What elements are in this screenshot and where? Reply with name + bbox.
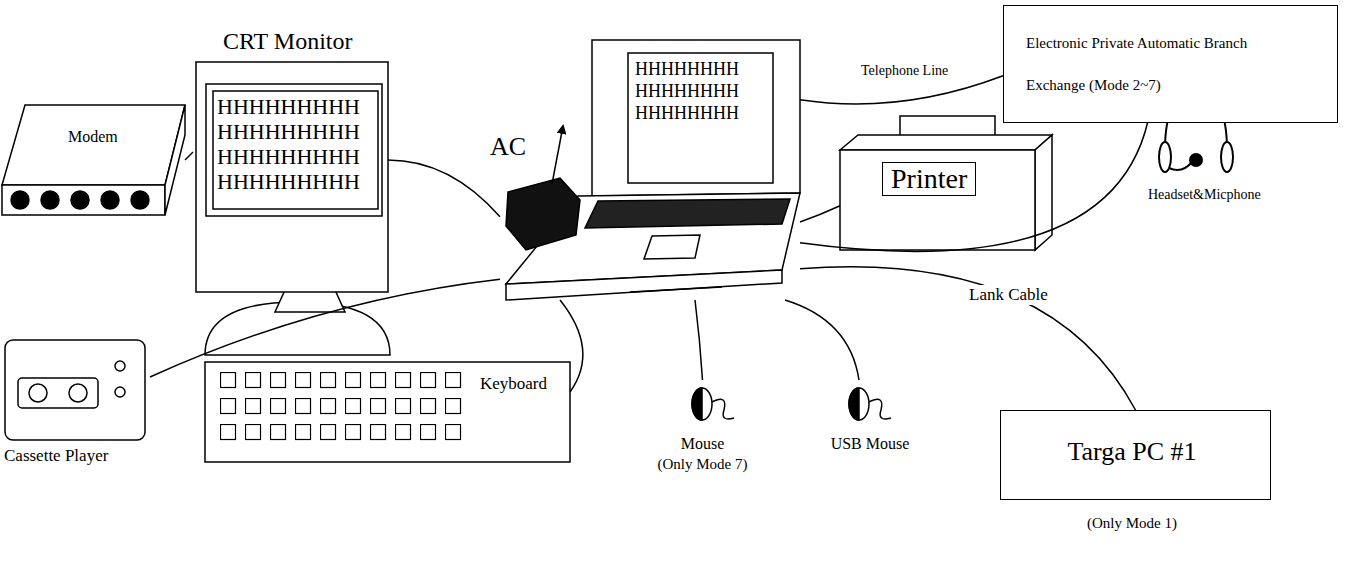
device-label: Mouse [640,435,765,453]
keyboard-drawing [205,362,570,462]
mode-note: (Only Mode 1) [1001,515,1263,532]
mode-note: (Only Mode 7) [640,456,765,473]
mouse: Mouse (Only Mode 7) [640,380,765,485]
mouse-button [849,388,859,420]
mouse-cord [712,399,734,419]
ac-arrow [552,126,563,184]
headset: Headset&Micphone [1148,85,1283,205]
cable-connector [185,152,193,160]
device-label: Cassette Player [4,446,108,466]
pbx-box: Electronic Private Automatic Branch Exch… [1003,5,1338,123]
screen-text: HHHHHHHHH HHHHHHHHH HHHHHHHHH HHHHHHHHH [217,94,377,194]
device-title: CRT Monitor [223,28,352,55]
cable-connector [388,160,500,217]
modem-front [2,185,165,215]
laptop-keys-area [585,199,790,228]
screen-text: HHHHHHHH HHHHHHHH HHHHHHHH [635,58,765,124]
modem-led [41,191,59,209]
printer-top [840,135,1052,150]
mouse-button [692,388,702,420]
monitor-drawing [196,62,390,355]
laptop-touchpad [644,235,700,259]
modem-led [71,191,89,209]
printer-front [840,150,1035,250]
cassette-reel [29,384,47,402]
device-label: Printer [882,162,976,196]
monitor-frame [196,62,388,292]
cassette-knob [115,361,125,371]
target-pc-box: Targa PC #1(Only Mode 1) [1000,410,1271,500]
ac-adapter [506,178,580,250]
printer-drawing [840,116,1052,250]
mic-head [1190,154,1202,166]
cable-connector [800,267,1136,410]
mouse-body [692,388,712,420]
cable-connector [800,76,1003,104]
usb-mouse-drawing [849,388,891,420]
device-label: Electronic Private Automatic Branch Exch… [1026,22,1291,106]
device-label: USB Mouse [815,435,925,453]
modem-drawing [2,105,185,215]
crt-monitor: CRT MonitorHHHHHHHHH HHHHHHHHH HHHHHHHHH… [193,28,388,292]
monitor-screen [213,91,378,209]
power-label: AC [490,132,526,162]
laptop-screen [628,53,773,183]
mouse-drawing [692,388,734,420]
monitor-bevel [206,84,382,216]
modem-top [2,105,185,185]
modem: Modem [0,100,185,220]
usb-mouse: USB Mouse [815,380,925,455]
cable-label: Telephone Line [858,63,951,79]
keyboard-outline [205,362,570,462]
cable-connector [785,300,859,380]
cable-connector [150,279,500,377]
keyboard-keys [220,372,470,450]
cassette-reel [69,384,87,402]
printer: Printer [840,118,1055,253]
cable-connector [695,300,703,380]
cassette-knob [115,387,125,397]
device-label: Modem [68,128,118,146]
keyboard: Keyboard [205,362,570,462]
printer-feeder [900,116,995,136]
modem-led [101,191,119,209]
device-label: Headset&Micphone [1148,187,1261,203]
device-label: Targa PC #1 [1001,437,1263,467]
laptop: HHHHHHHH HHHHHHHH HHHHHHHH [500,40,800,300]
modem-led [131,191,149,209]
mouse-cord [869,399,891,419]
device-label: Keyboard [480,374,547,394]
headset-cup [1221,142,1233,172]
cable-connector [800,206,840,222]
cable-connector [560,300,583,392]
laptop-front [506,270,782,300]
cable-connector [800,121,1148,251]
headset-cup [1159,142,1171,172]
laptop-lid [592,40,800,196]
mic-boom [1169,162,1192,170]
modem-led [11,191,29,209]
laptop-drawing [506,40,800,300]
cassette-drawing [5,340,145,440]
modem-side [165,105,185,215]
cassette-body [5,340,145,440]
monitor-neck [275,290,345,312]
cassette-player: Cassette Player [0,338,150,468]
cassette-window [18,378,98,408]
cable-label: Lank Cable [966,285,1051,305]
laptop-slot [630,287,722,292]
mouse-body [849,388,869,420]
